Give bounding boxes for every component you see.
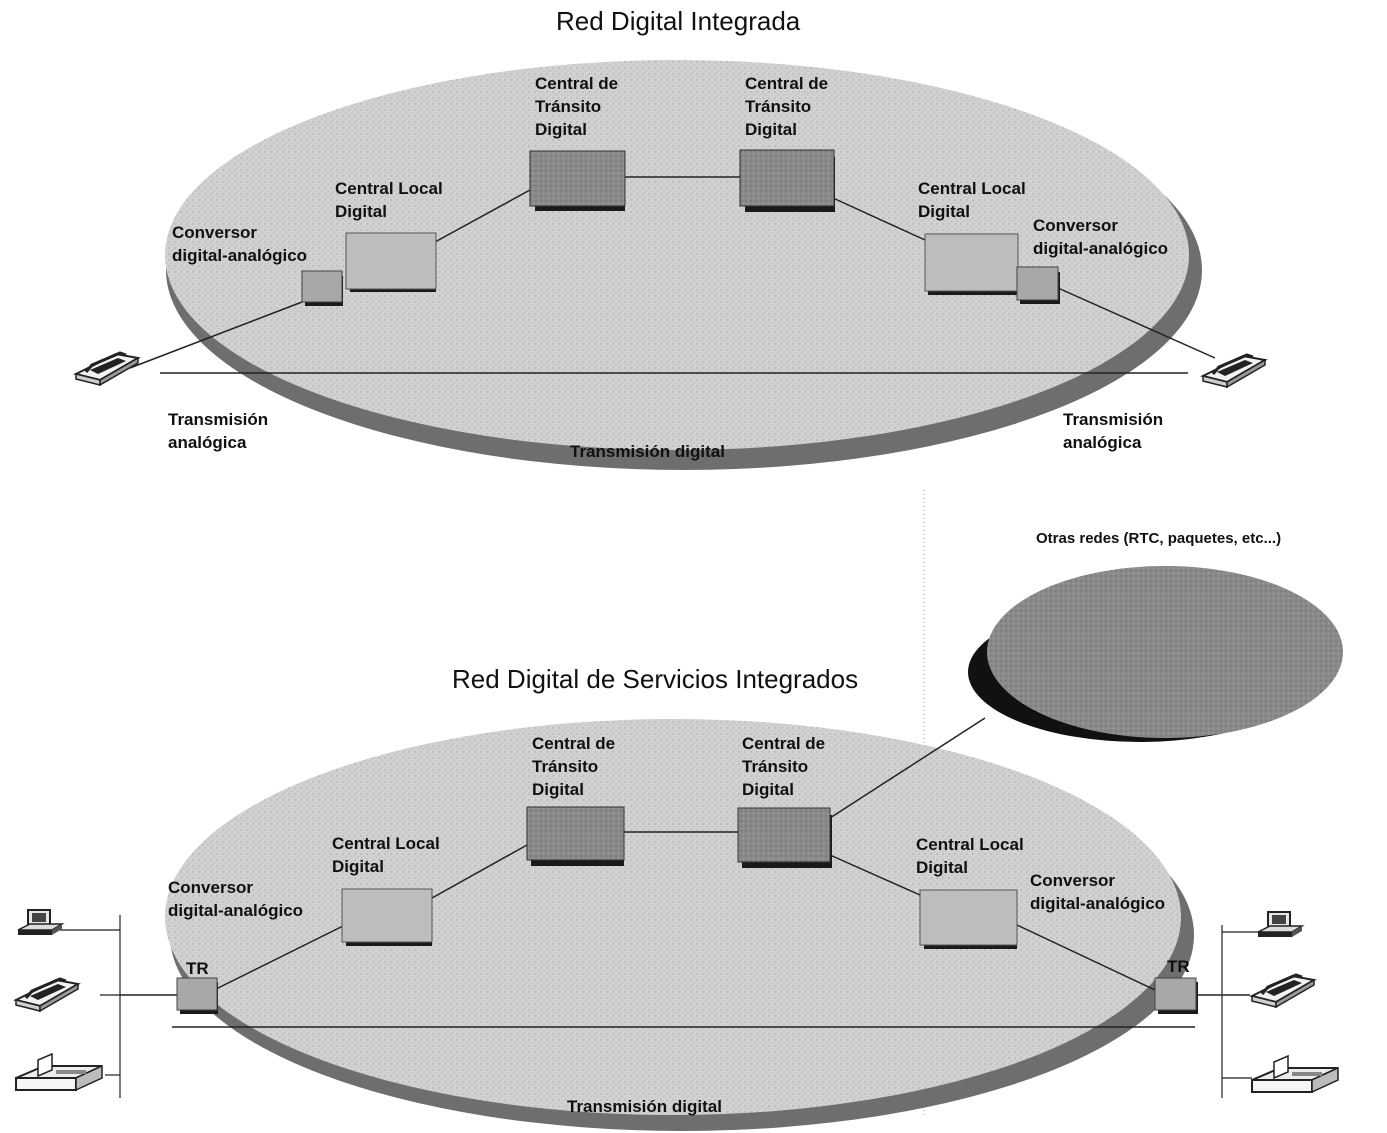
bottom-digital-label: Transmisión digital xyxy=(567,1097,722,1116)
bottom-transit-left-label: Central de Tránsito Digital xyxy=(532,734,616,799)
bottom-network-ellipse xyxy=(165,719,1181,1115)
top-transit-node-right xyxy=(739,149,835,212)
bottom-tr-left-label: TR xyxy=(186,959,209,978)
top-phone-right-icon xyxy=(1201,353,1267,389)
top-digital-label: Transmisión digital xyxy=(570,442,725,461)
bottom-phone-right-icon xyxy=(1250,973,1316,1009)
bottom-local-right-label: Central Local Digital xyxy=(916,835,1024,877)
bottom-tr-right-label: TR xyxy=(1167,957,1190,976)
bottom-transit-node-left xyxy=(526,806,625,866)
bottom-tr-node-right xyxy=(1154,977,1198,1014)
other-network-ellipse xyxy=(987,566,1343,738)
bottom-tr-node-left xyxy=(176,977,218,1014)
bottom-converter-left-label: Conversor digital-analógico xyxy=(168,878,304,920)
top-analog-right-label: Transmisión analógica xyxy=(1063,410,1164,452)
bottom-links xyxy=(120,717,1250,1028)
top-title: Red Digital Integrada xyxy=(556,6,801,36)
top-network-ellipse xyxy=(165,60,1189,450)
top-converter-node-right xyxy=(1016,266,1060,304)
top-converter-node-left xyxy=(301,270,343,306)
bottom-transit-node-right xyxy=(737,807,832,868)
top-local-node-right xyxy=(924,233,1019,295)
bottom-computer-left-icon xyxy=(17,909,63,936)
top-transit-right-label: Central de Tránsito Digital xyxy=(745,74,829,139)
other-networks-label: Otras redes (RTC, paquetes, etc...) xyxy=(1036,530,1282,547)
bottom-local-node-left xyxy=(341,888,433,946)
bottom-transit-right-label: Central de Tránsito Digital xyxy=(742,734,826,799)
top-converter-left-label: Conversor digital-analógico xyxy=(172,223,308,265)
bottom-local-left-label: Central Local Digital xyxy=(332,834,440,876)
top-converter-right-label: Conversor digital-analógico xyxy=(1033,216,1169,258)
bottom-computer-right-icon xyxy=(1257,911,1303,938)
top-phone-left-icon xyxy=(74,351,140,387)
bottom-converter-right-label: Conversor digital-analógico xyxy=(1030,871,1166,913)
top-links xyxy=(129,176,1216,374)
top-local-left-label: Central Local Digital xyxy=(335,179,443,221)
top-local-node-left xyxy=(345,232,437,292)
top-transit-left-label: Central de Tránsito Digital xyxy=(535,74,619,139)
bottom-title: Red Digital de Servicios Integrados xyxy=(452,664,859,694)
top-transit-node-left xyxy=(529,150,626,211)
bottom-local-node-right xyxy=(919,889,1018,949)
bottom-phone-left-icon xyxy=(14,977,80,1013)
bottom-fax-left-icon xyxy=(15,1053,103,1091)
top-analog-left-label: Transmisión analógica xyxy=(168,410,269,452)
top-local-right-label: Central Local Digital xyxy=(918,179,1026,221)
bottom-fax-right-icon xyxy=(1251,1055,1339,1093)
